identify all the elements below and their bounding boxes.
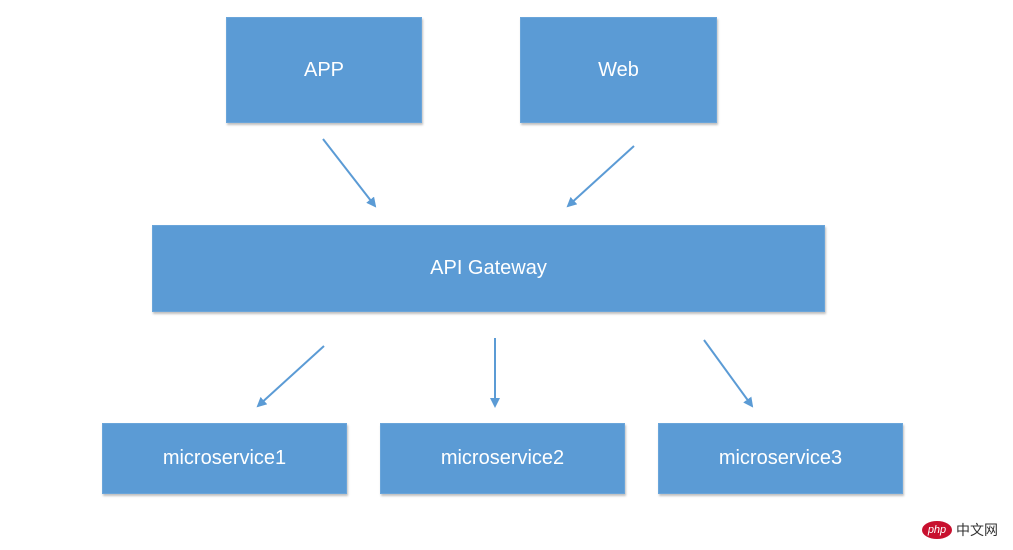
api-gateway-node: API Gateway xyxy=(152,225,825,312)
arrow-app-to-gateway xyxy=(322,138,377,208)
web-node-label: Web xyxy=(598,58,639,81)
site-watermark: php 中文网 xyxy=(922,519,998,541)
app-node-label: APP xyxy=(303,58,345,81)
arrow-web-to-gateway xyxy=(566,145,635,208)
microservice2-node-label: microservice2 xyxy=(440,447,565,469)
microservice1-node-label: microservice1 xyxy=(162,447,287,469)
microservice2-node: microservice2 xyxy=(380,423,625,494)
microservice3-node-label: microservice3 xyxy=(718,447,843,469)
arrow-gateway-to-microservice1 xyxy=(256,345,325,408)
arrow-gateway-to-microservice3 xyxy=(703,339,754,408)
app-node: APP xyxy=(226,17,422,123)
api-gateway-node-label: API Gateway xyxy=(430,257,547,279)
microservice1-node: microservice1 xyxy=(102,423,347,494)
web-node: Web xyxy=(520,17,717,123)
php-logo-badge: php xyxy=(922,521,952,539)
watermark-text: 中文网 xyxy=(956,523,998,539)
microservice3-node: microservice3 xyxy=(658,423,903,494)
